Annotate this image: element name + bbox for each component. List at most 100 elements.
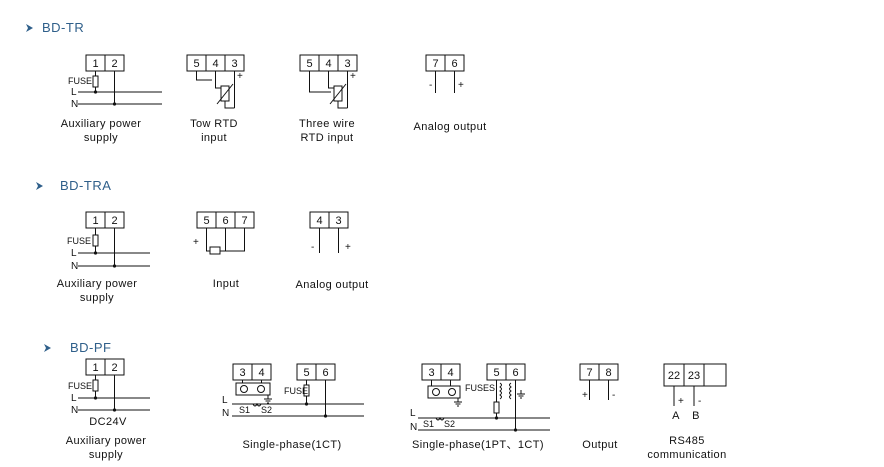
aux-power-diagram: 1 2 FUSE L N Auxiliary power supply (61, 54, 162, 144)
diagram-caption: supply (80, 292, 114, 304)
line-label: L (410, 408, 416, 419)
plus-label: + (458, 80, 464, 91)
section-title: BD-TRA (60, 178, 111, 193)
section-bd-tra: BD-TRA 1 2 FUSE L N Auxiliary power supp… (36, 178, 368, 304)
arrowhead-bullet-icon (36, 182, 43, 190)
fuse-icon (92, 379, 99, 392)
minus-label: - (612, 390, 615, 401)
plus-label: + (193, 237, 199, 248)
fuse-icon (92, 234, 99, 247)
terminal-number: 6 (512, 367, 518, 379)
neutral-label: N (410, 422, 417, 433)
diagram-caption: supply (84, 132, 118, 144)
terminal-number: 5 (203, 215, 209, 227)
terminal-number: 1 (92, 215, 98, 227)
terminal-number: 4 (316, 215, 322, 227)
single-phase-1pt-1ct-diagram: 3 4 5 6 S1 S2 L N (410, 363, 550, 451)
terminal-number: 5 (303, 367, 309, 379)
s1-label: S1 (239, 405, 250, 415)
terminal-number: 3 (344, 58, 350, 70)
neutral-label: N (71, 99, 78, 110)
tow-rtd-diagram: 5 4 3 + Tow RTD input (186, 54, 245, 144)
section-title: BD-PF (70, 340, 112, 355)
analog-output-diagram: 4 3 - + Analog output (295, 211, 368, 291)
line-label: L (71, 87, 77, 98)
terminal-number: 1 (92, 58, 98, 70)
resistor-icon (209, 246, 221, 255)
terminal-number: 6 (322, 367, 328, 379)
fuse-label: FUSE (284, 386, 308, 396)
section-title: BD-TR (42, 20, 84, 35)
terminal-number: 5 (193, 58, 199, 70)
terminal-number: 3 (335, 215, 341, 227)
input-diagram: 5 6 7 + Input (193, 211, 255, 290)
fuse-icon (303, 384, 310, 397)
analog-output-diagram: 7 6 - + Analog output (413, 54, 486, 133)
aux-power-diagram: 1 2 FUSE L N Auxiliary power supply (57, 211, 150, 304)
diagram-caption: RTD input (301, 132, 354, 144)
terminal-number: 7 (241, 215, 247, 227)
diagram-caption: Three wire (299, 118, 355, 130)
diagram-caption: Analog output (295, 279, 368, 291)
plus-label: + (345, 242, 351, 253)
single-phase-1ct-diagram: 3 4 5 6 S1 S2 L N FUSE (222, 363, 364, 451)
terminal-number: 6 (451, 58, 457, 70)
terminal-number: 7 (586, 367, 592, 379)
fuse-label: FUSE (68, 76, 92, 86)
terminal-number: 2 (111, 58, 117, 70)
minus-label: - (429, 80, 432, 91)
minus-label: - (698, 396, 701, 407)
arrowhead-bullet-icon (26, 24, 33, 32)
rs485-diagram: 22 23 + - A B RS485 communication (647, 363, 727, 461)
section-bd-tr: BD-TR 1 2 FUSE L N Auxiliary power suppl… (26, 20, 486, 144)
plus-label: + (678, 396, 684, 407)
terminal-number: 4 (258, 367, 264, 379)
section-bd-pf: BD-PF 1 2 FUSE L N DC24V Auxiliary power… (44, 340, 727, 461)
diagram-caption: Single-phase(1CT) (242, 439, 341, 451)
ground-icon (454, 398, 462, 407)
fuse-label: FUSE (68, 381, 92, 391)
terminal-number: 22 (668, 370, 680, 382)
aux-power-diagram: 1 2 FUSE L N DC24V Auxiliary power suppl… (66, 358, 150, 461)
minus-label: - (311, 242, 314, 253)
plus-label: + (582, 390, 588, 401)
fuse-label: FUSE (67, 236, 91, 246)
s2-label: S2 (444, 419, 455, 429)
arrowhead-bullet-icon (44, 344, 51, 352)
terminal-number: 6 (222, 215, 228, 227)
diagram-caption: Auxiliary power (57, 278, 138, 290)
line-label: L (222, 395, 228, 406)
diagram-caption: RS485 (669, 435, 705, 447)
fuse-label: FUSES (465, 383, 495, 393)
diagram-caption: Auxiliary power (61, 118, 142, 130)
s1-label: S1 (423, 419, 434, 429)
output-diagram: 7 8 + - Output (579, 363, 619, 451)
diagram-caption: input (201, 132, 227, 144)
plus-label: + (350, 71, 356, 82)
plus-label: + (237, 71, 243, 82)
terminal-number: 8 (605, 367, 611, 379)
terminal-number: 23 (688, 370, 700, 382)
fuse-icon (493, 401, 500, 414)
terminal-number: 3 (428, 367, 434, 379)
line-label: L (71, 393, 77, 404)
b-label: B (692, 410, 700, 422)
diagram-caption: Input (213, 278, 239, 290)
terminal-number: 2 (111, 362, 117, 374)
line-label: L (71, 248, 77, 259)
ground-icon (517, 390, 525, 399)
supply-label: DC24V (89, 416, 127, 428)
terminal-number: 7 (432, 58, 438, 70)
neutral-label: N (71, 405, 78, 416)
terminal-number: 3 (231, 58, 237, 70)
diagram-caption: Single-phase(1PT、1CT) (412, 439, 544, 451)
terminal-number: 5 (306, 58, 312, 70)
terminal-number: 1 (92, 362, 98, 374)
terminal-number: 2 (111, 215, 117, 227)
diagram-caption: communication (647, 449, 726, 461)
terminal-number: 3 (239, 367, 245, 379)
diagram-caption: Output (582, 439, 617, 451)
ground-icon (264, 395, 272, 404)
diagram-caption: supply (89, 449, 123, 461)
